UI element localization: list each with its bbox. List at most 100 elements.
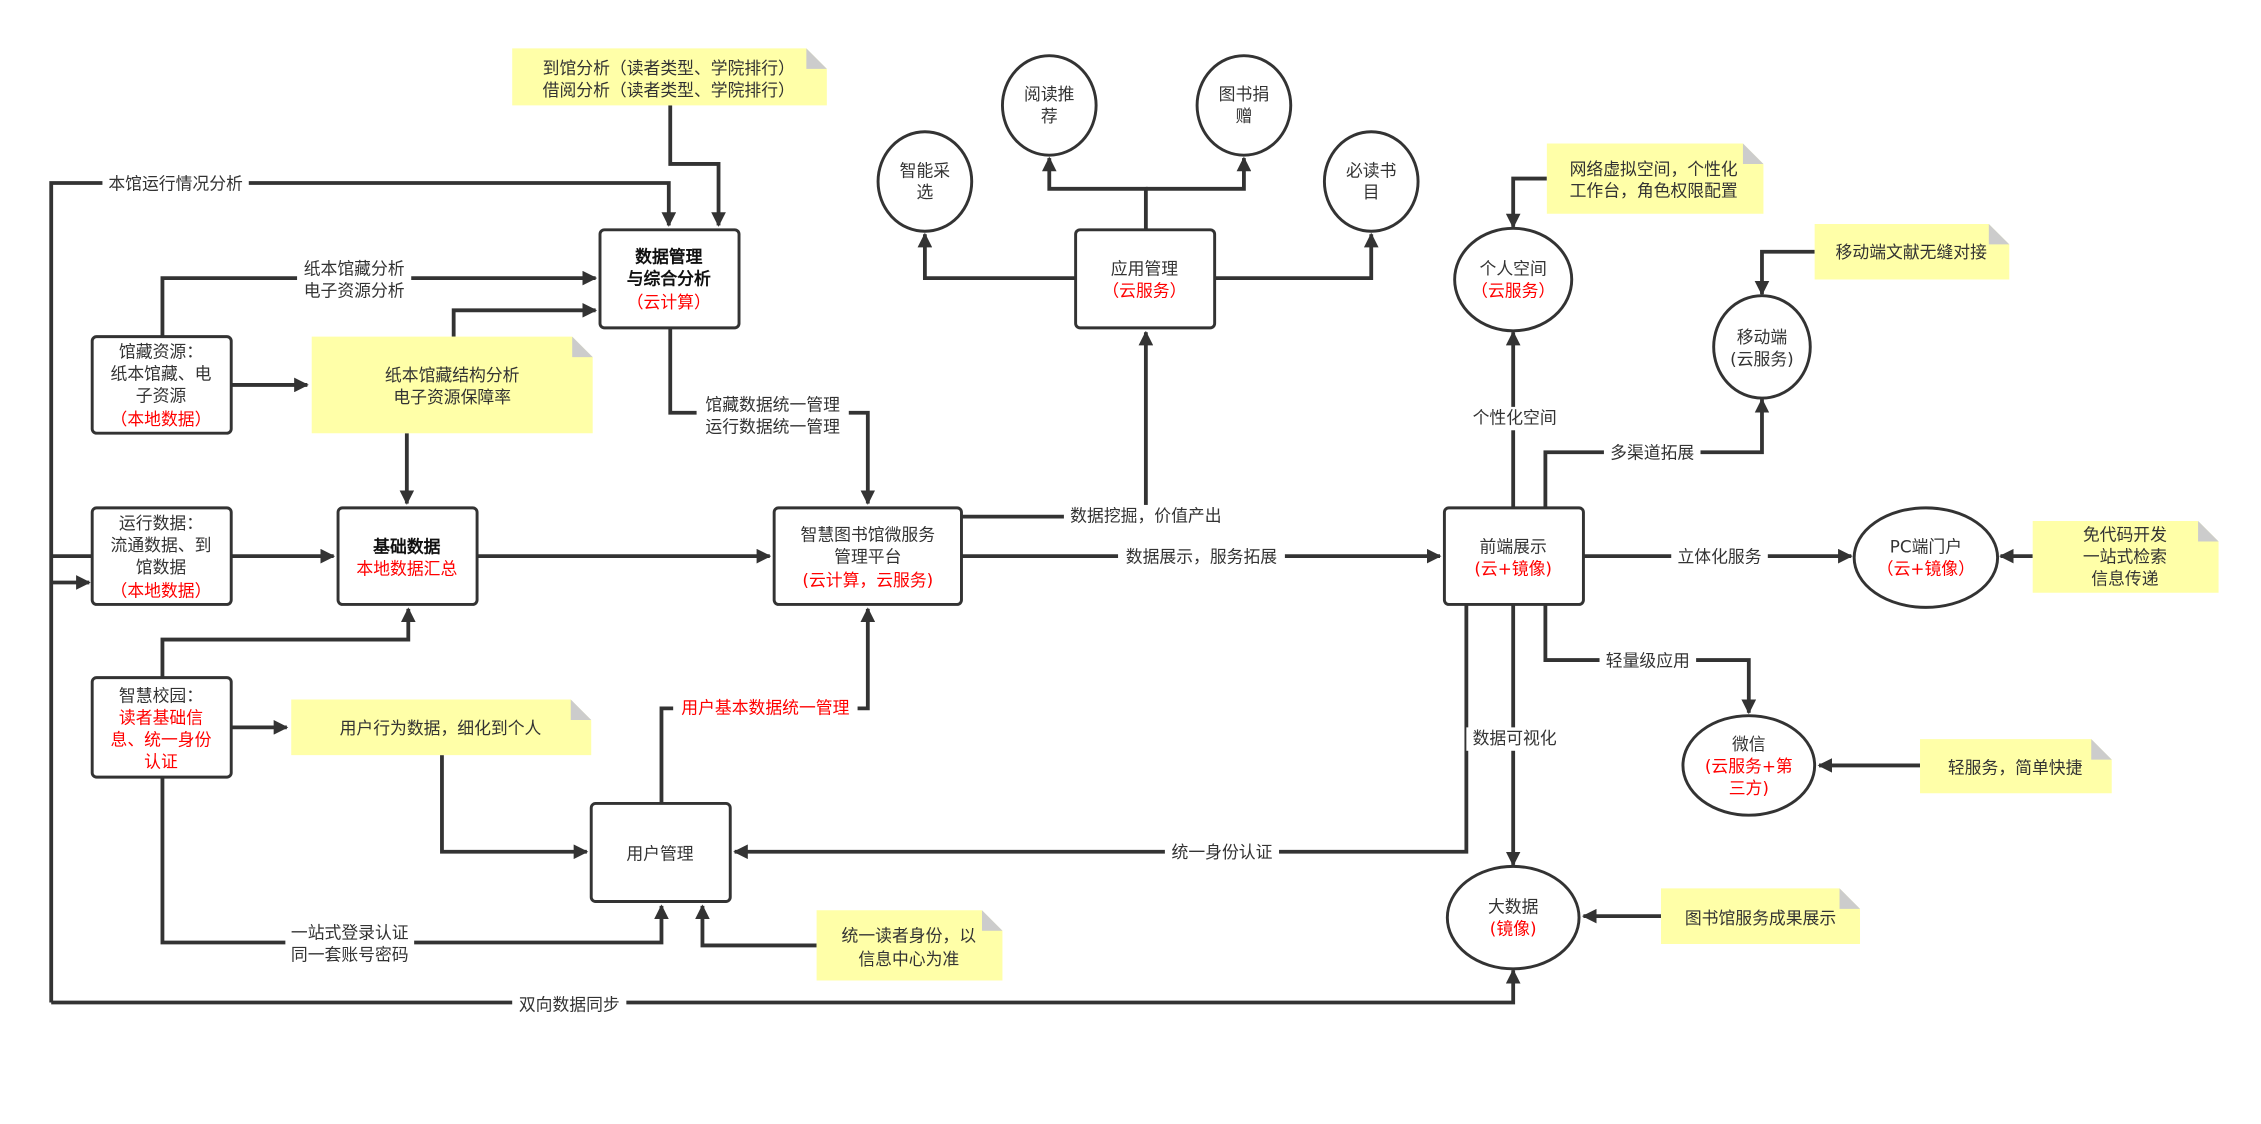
- node-data-mgmt[interactable]: 数据管理 与综合分析 （云计算）: [598, 228, 741, 330]
- book-donation-line2: 赠: [1236, 106, 1253, 126]
- label-sso-1: 一站式登录认证: [291, 923, 409, 943]
- node-collection[interactable]: 馆藏资源： 纸本馆藏、电 子资源 （本地数据）: [90, 335, 233, 435]
- note-pc-line2: 一站式检索: [2083, 547, 2167, 567]
- label-paper-analysis-2: 电子资源分析: [304, 280, 405, 300]
- note-structure-line2: 电子资源保障率: [393, 387, 511, 407]
- label-paper-analysis-1: 纸本馆藏分析: [304, 258, 405, 278]
- campus-line1: 智慧校园：: [119, 686, 203, 706]
- edge-identity-to-user: [695, 904, 817, 948]
- basic-data-line1: 基础数据: [372, 536, 440, 556]
- label-unified-auth: 统一身份认证: [1172, 842, 1273, 862]
- edge-virtual-to-personal: [1505, 176, 1547, 229]
- basic-data-red: 本地数据汇总: [356, 558, 457, 578]
- collection-line3: 子资源: [136, 386, 187, 406]
- note-mobile-line1: 移动端文献无缝对接: [1836, 242, 1988, 262]
- mobile-line1: 移动端: [1737, 327, 1788, 347]
- node-pc-portal[interactable]: PC端门户 （云+镜像）: [1852, 506, 2000, 609]
- edge-app-to-smart: [917, 232, 1076, 280]
- node-app-mgmt[interactable]: 应用管理 （云服务）: [1074, 228, 1217, 330]
- book-donation-line1: 图书捐: [1219, 84, 1269, 104]
- mobile-line2: (云服务): [1730, 349, 1794, 369]
- note-behavior-line1: 用户行为数据，细化到个人: [340, 718, 542, 738]
- node-basic-data[interactable]: 基础数据 本地数据汇总: [336, 506, 479, 606]
- edge-library-ops: [49, 181, 677, 1003]
- node-operation[interactable]: 运行数据： 流通数据、到 馆数据 （本地数据）: [90, 506, 233, 606]
- user-mgmt-line1: 用户管理: [626, 844, 693, 864]
- must-read-line2: 目: [1363, 182, 1380, 202]
- note-light-line1: 轻服务，简单快捷: [1948, 757, 2083, 777]
- node-platform[interactable]: 智慧图书馆微服务 管理平台 (云计算，云服务): [772, 506, 963, 606]
- campus-red1: 读者基础信: [119, 708, 203, 728]
- operation-line2: 流通数据、到: [111, 535, 212, 555]
- label-mining: 数据挖掘，价值产出: [1070, 506, 1221, 526]
- note-pc-features: 免代码开发 一站式检索 信息传递: [2032, 521, 2219, 593]
- label-3d-service: 立体化服务: [1677, 547, 1761, 567]
- node-wechat[interactable]: 微信 (云服务+第 三方): [1681, 714, 1817, 817]
- note-identity-line2: 信息中心为准: [858, 949, 959, 969]
- wechat-red2: 三方): [1729, 778, 1769, 798]
- note-structure-line1: 纸本馆藏结构分析: [385, 365, 520, 385]
- label-unified-mgmt-2: 运行数据统一管理: [705, 416, 840, 436]
- note-pc-line3: 信息传递: [2091, 569, 2158, 589]
- note-virtual-line1: 网络虚拟空间，个性化: [1570, 159, 1738, 179]
- collection-line1: 馆藏资源：: [119, 342, 203, 362]
- note-virtual-line2: 工作台，角色权限配置: [1570, 181, 1738, 201]
- label-sync: 双向数据同步: [519, 994, 620, 1014]
- big-data-red: (镜像): [1490, 918, 1537, 938]
- wechat-line1: 微信: [1732, 734, 1766, 754]
- node-book-donation[interactable]: 图书捐 赠: [1195, 54, 1293, 157]
- pc-portal-line1: PC端门户: [1890, 536, 1962, 556]
- node-frontend[interactable]: 前端展示 (云+镜像): [1442, 506, 1585, 606]
- platform-line1: 智慧图书馆微服务: [801, 525, 936, 545]
- data-mgmt-line2: 与综合分析: [627, 269, 711, 289]
- note-pc-line1: 免代码开发: [2083, 525, 2167, 545]
- edge-app-to-donation: [1145, 156, 1252, 191]
- operation-line1: 运行数据：: [119, 513, 203, 533]
- smart-purchase-line1: 智能采: [900, 160, 951, 180]
- data-mgmt-line1: 数据管理: [635, 247, 702, 267]
- label-sso-2: 同一套账号密码: [291, 945, 409, 965]
- frontend-line1: 前端展示: [1480, 536, 1547, 556]
- personal-space-red: （云服务）: [1471, 280, 1555, 300]
- operation-red: （本地数据）: [111, 580, 212, 600]
- node-user-mgmt[interactable]: 用户管理: [589, 802, 732, 903]
- platform-line2: 管理平台: [834, 547, 901, 567]
- edge-app-to-must: [1214, 232, 1379, 280]
- note-identity-line1: 统一读者身份，以: [842, 926, 977, 946]
- pc-portal-red: （云+镜像）: [1877, 558, 1975, 578]
- node-big-data[interactable]: 大数据 (镜像): [1445, 864, 1581, 971]
- node-smart-purchase[interactable]: 智能采 选: [876, 130, 974, 233]
- personal-space-line1: 个人空间: [1480, 258, 1547, 278]
- must-read-line1: 必读书: [1346, 160, 1396, 180]
- edge-structure-to-datamgmt: [451, 302, 598, 337]
- label-user-basic: 用户基本数据统一管理: [681, 697, 849, 717]
- label-visualization: 数据可视化: [1473, 728, 1557, 748]
- node-campus[interactable]: 智慧校园： 读者基础信 息、统一身份 认证: [90, 676, 233, 779]
- edge-sync: [51, 968, 1521, 1005]
- note-analysis-line1: 到馆分析（读者类型、学院排行）: [543, 58, 795, 78]
- data-mgmt-red: （云计算）: [627, 292, 711, 312]
- collection-line2: 纸本馆藏、电: [111, 364, 212, 384]
- note-collection-structure: 纸本馆藏结构分析 电子资源保障率: [311, 336, 593, 434]
- label-unified-mgmt-1: 馆藏数据统一管理: [705, 394, 840, 414]
- note-analysis-line2: 借阅分析（读者类型、学院排行）: [543, 80, 795, 100]
- app-mgmt-red: （云服务）: [1102, 280, 1186, 300]
- label-lightweight: 轻量级应用: [1606, 651, 1690, 671]
- edge-app-to-reading: [1041, 156, 1148, 230]
- node-must-read[interactable]: 必读书 目: [1322, 130, 1420, 233]
- edge-mobilenote-to-mobile: [1754, 249, 1815, 296]
- node-personal-space[interactable]: 个人空间 （云服务）: [1453, 226, 1574, 333]
- edge-platform-mining: [961, 330, 1154, 519]
- node-reading-rec[interactable]: 阅读推 荐: [1000, 54, 1098, 157]
- label-personalized: 个性化空间: [1473, 408, 1557, 428]
- edge-campus-sso: [160, 777, 669, 945]
- note-unified-identity: 统一读者身份，以 信息中心为准: [816, 910, 1003, 981]
- reading-rec-line1: 阅读推: [1024, 84, 1075, 104]
- note-analysis: 到馆分析（读者类型、学院排行） 借阅分析（读者类型、学院排行）: [512, 48, 827, 106]
- note-mobile-docs: 移动端文献无缝对接: [1814, 223, 2010, 280]
- reading-rec-line2: 荐: [1041, 106, 1058, 126]
- label-display: 数据展示，服务拓展: [1126, 547, 1278, 567]
- edge-frontend-to-user: [733, 604, 1469, 860]
- node-mobile[interactable]: 移动端 (云服务): [1712, 294, 1812, 400]
